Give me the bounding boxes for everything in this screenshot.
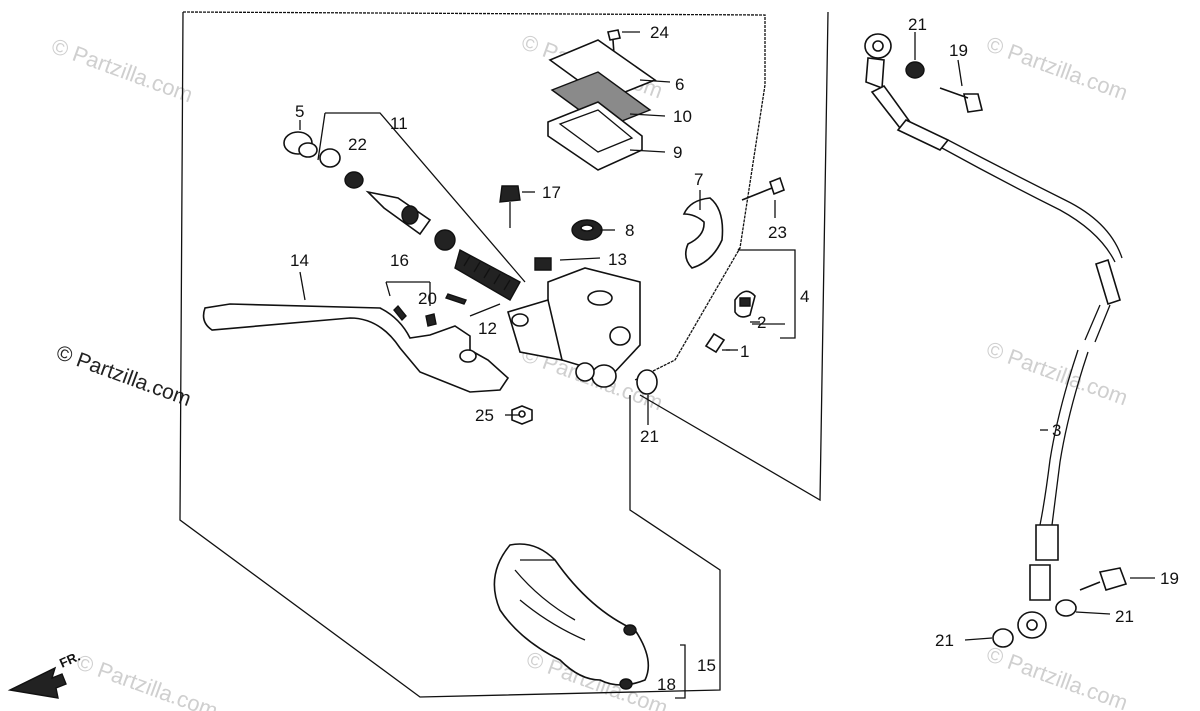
watermark: © Partzilla.com (983, 641, 1131, 711)
callout-21-bottom: 21 (935, 631, 954, 650)
master-cylinder-body (507, 267, 641, 388)
holder-7 (682, 197, 724, 269)
front-direction-arrow: FR. (7, 649, 82, 699)
callout-15: 15 (697, 656, 716, 675)
callout-11: 11 (390, 114, 408, 133)
callout-12: 12 (478, 319, 497, 338)
diaphragm (547, 101, 643, 171)
cap-13 (534, 257, 552, 271)
callout-1: 1 (740, 342, 749, 361)
assembly-frame (179, 11, 829, 698)
spring-20 (445, 293, 467, 305)
callout-2: 2 (757, 313, 766, 332)
reservoir-cap-stack (547, 29, 657, 171)
washer-21-lower (1055, 599, 1077, 617)
callout-5: 5 (295, 102, 304, 121)
callout-21-banjo: 21 (640, 427, 659, 446)
callout-10: 10 (673, 107, 692, 126)
callout-13: 13 (608, 250, 627, 269)
bolt-23 (741, 176, 785, 201)
callout-22: 22 (348, 135, 367, 154)
callout-17: 17 (542, 183, 561, 202)
brake-hose (864, 33, 1123, 639)
bolt-19-top (939, 87, 983, 113)
callout-4: 4 (800, 287, 809, 306)
piston (365, 190, 432, 236)
callout-21-top: 21 (908, 15, 927, 34)
watermark: © Partzilla.com (983, 336, 1131, 410)
watermark: © Partzilla.com (73, 649, 221, 711)
callout-21-lower: 21 (1115, 607, 1134, 626)
callout-8: 8 (625, 221, 634, 240)
callout-18: 18 (657, 675, 676, 694)
callout-20: 20 (418, 289, 437, 308)
callout-6: 6 (675, 75, 684, 94)
leader-lines (299, 31, 1155, 641)
screw-17 (499, 185, 521, 228)
bolt-19-lower (1079, 567, 1128, 591)
callout-24: 24 (650, 23, 669, 42)
callout-9: 9 (673, 143, 682, 162)
callout-19-lower: 19 (1160, 569, 1179, 588)
callout-14: 14 (290, 251, 309, 270)
callout-19-top: 19 (949, 41, 968, 60)
washer-21-top (905, 61, 925, 79)
hand-guard (493, 543, 686, 699)
spring (454, 248, 521, 301)
brake-lever (202, 281, 510, 393)
callout-labels: 24 6 10 9 5 11 22 17 7 23 8 13 14 16 20 … (290, 15, 1179, 694)
pivot-nut (425, 313, 437, 327)
watermark: © Partzilla.com (48, 33, 196, 107)
pivot-bolt (393, 304, 407, 322)
piston-kit (283, 112, 526, 301)
callout-3: 3 (1052, 421, 1061, 440)
callout-16: 16 (390, 251, 409, 270)
switch-assembly (704, 247, 796, 354)
circlip-22 (319, 148, 341, 168)
watermark: © Partzilla.com (53, 341, 194, 411)
watermark: © Partzilla.com (983, 31, 1131, 105)
callout-25: 25 (475, 406, 494, 425)
washer-21-bottom (992, 628, 1014, 648)
washer-21 (636, 369, 658, 395)
callout-7: 7 (694, 170, 703, 189)
callout-23: 23 (768, 223, 787, 242)
